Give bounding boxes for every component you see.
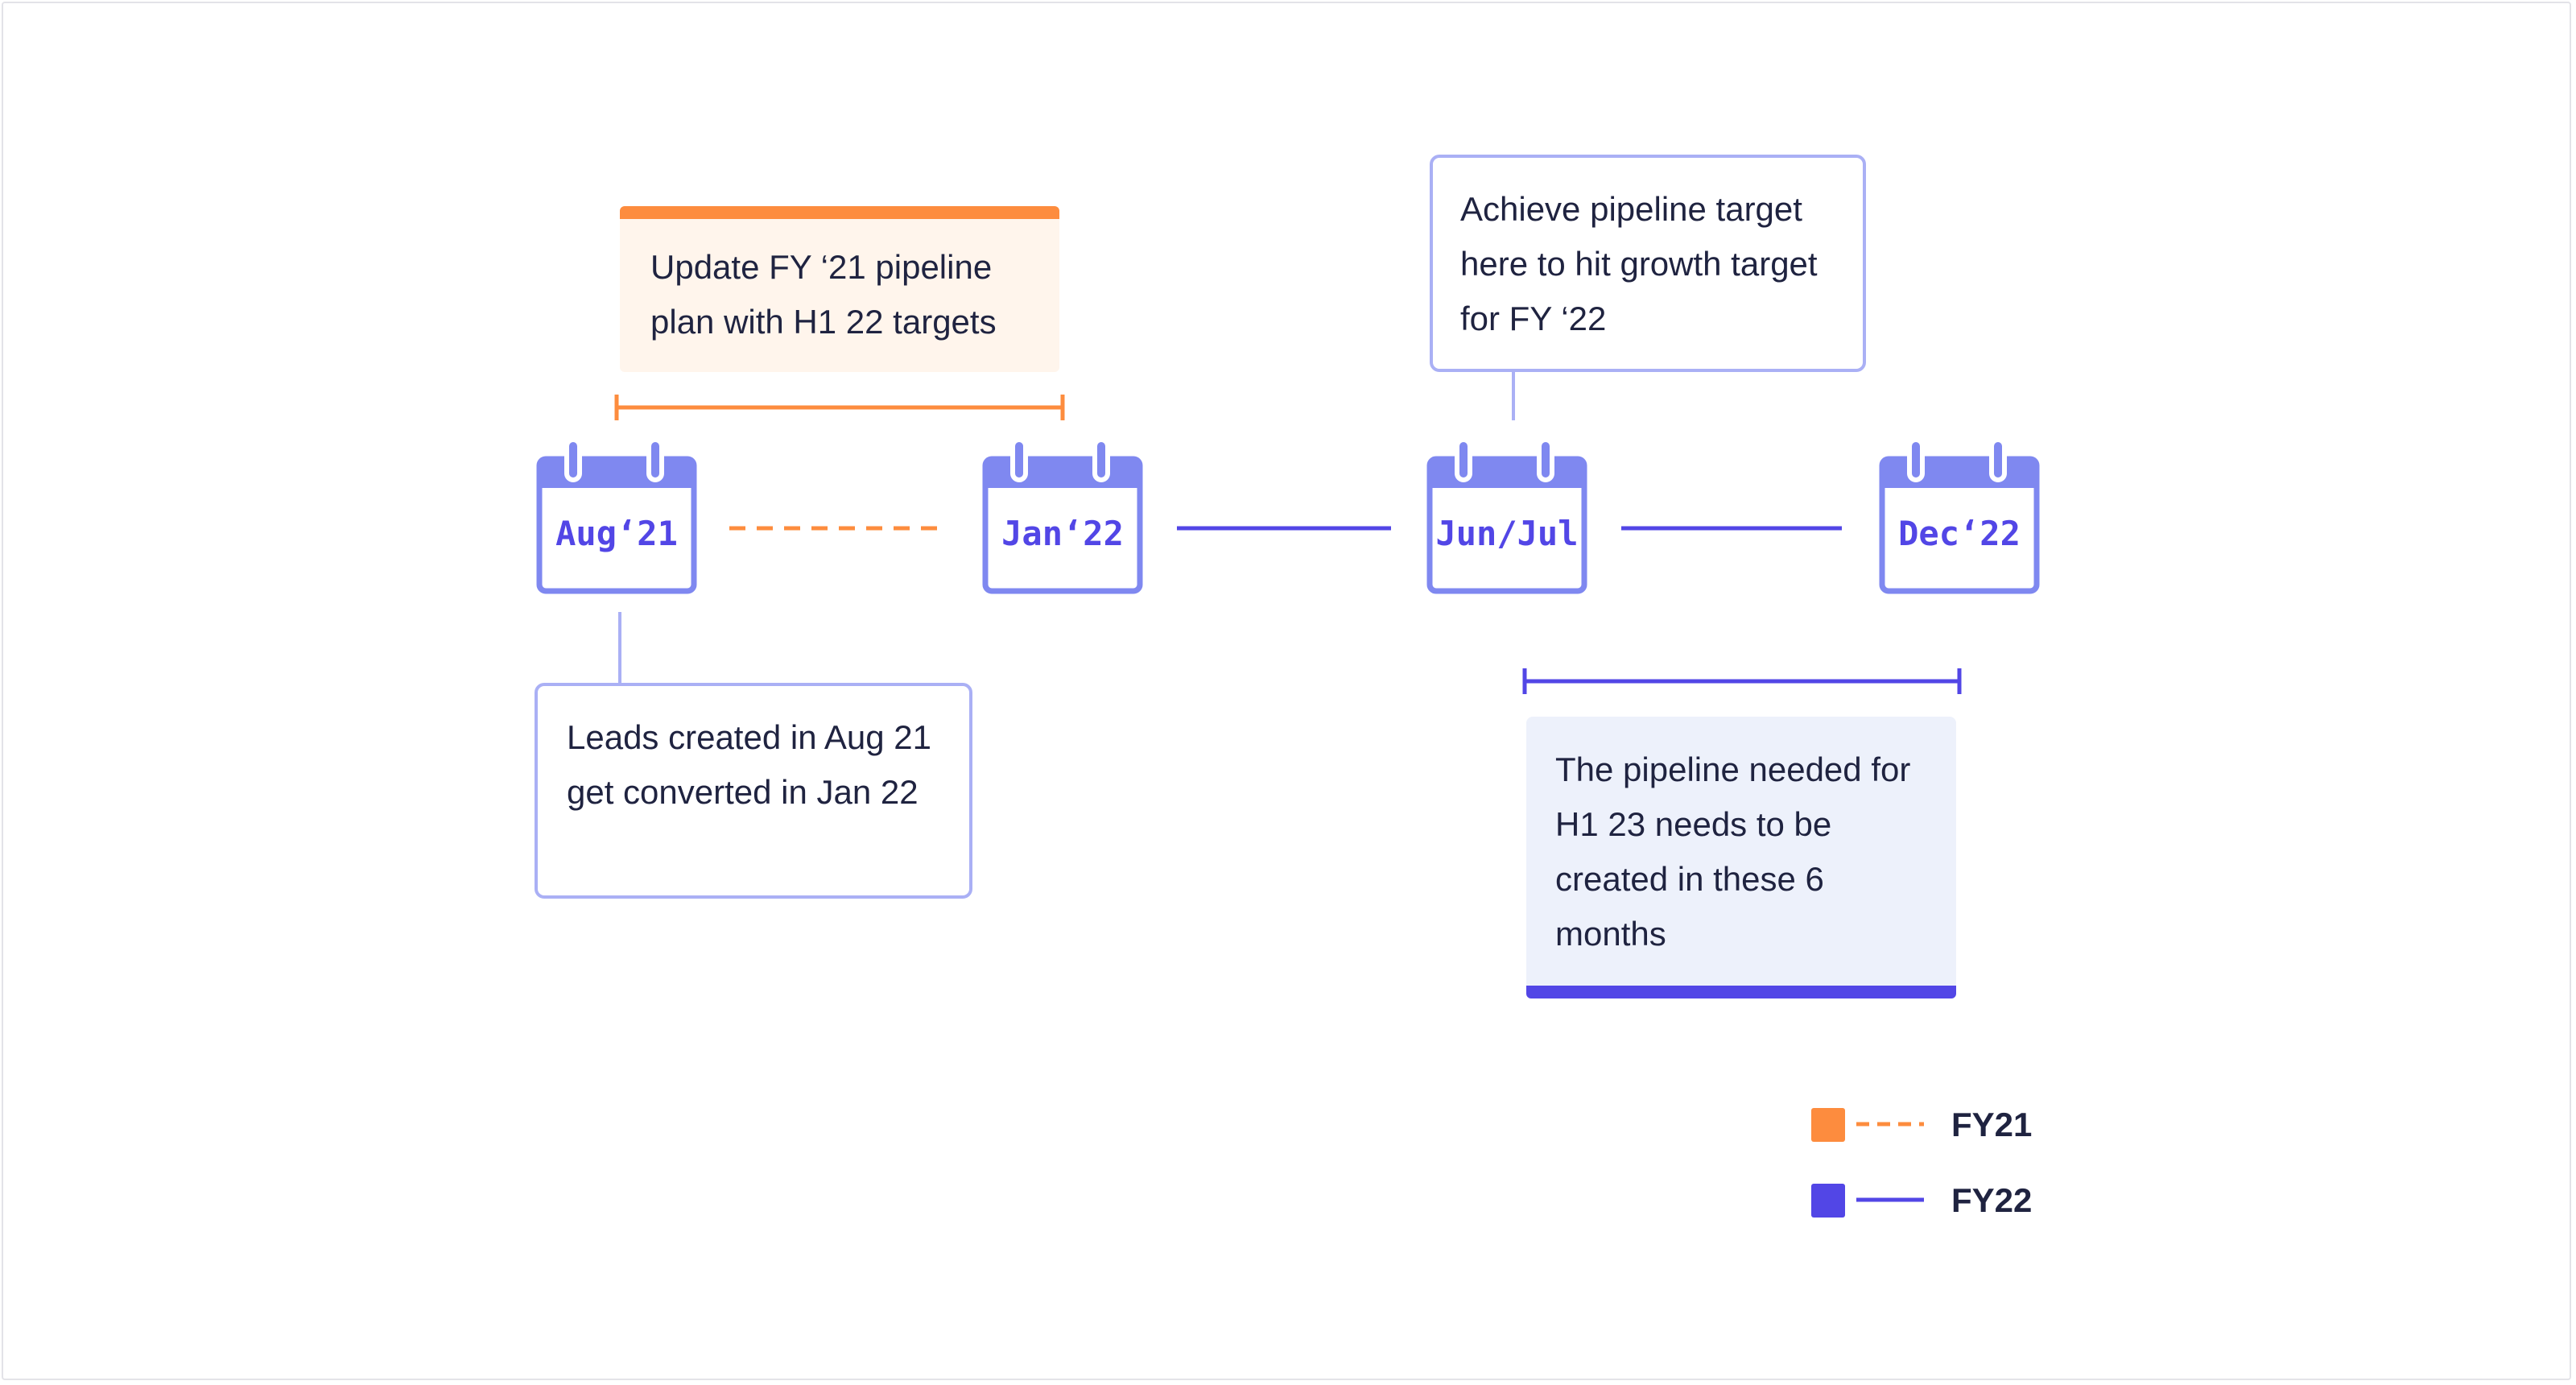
- calendar-icon: [1879, 437, 2040, 594]
- legend-fy22-solid-line: [1856, 1197, 1924, 1202]
- calendar-icon: [536, 437, 697, 594]
- calendar-icon: [982, 437, 1143, 594]
- achieve-target-note: Achieve pipeline target here to hit grow…: [1430, 155, 1866, 372]
- milestone-label: Dec‘22: [1898, 514, 2021, 553]
- milestone-aug-21: Aug‘21: [536, 435, 697, 594]
- milestone-dec-22: Dec‘22: [1879, 435, 2040, 594]
- fy22-span-bracket: [1522, 668, 1962, 694]
- leads-created-text: Leads created in Aug 21 get converted in…: [567, 718, 932, 811]
- pipeline-needed-text: The pipeline needed for H1 23 needs to b…: [1555, 750, 1911, 953]
- achieve-target-text: Achieve pipeline target here to hit grow…: [1460, 190, 1818, 337]
- milestone-label: Jan‘22: [1001, 514, 1124, 553]
- legend-fy21-swatch: [1811, 1108, 1845, 1142]
- leads-created-note: Leads created in Aug 21 get converted in…: [535, 683, 972, 899]
- legend-fy21-label: FY21: [1951, 1106, 2033, 1143]
- legend-fy22-label: FY22: [1951, 1181, 2033, 1219]
- milestone-jan-22: Jan‘22: [982, 435, 1143, 594]
- milestone-label: Aug‘21: [555, 514, 678, 553]
- fy22-accent-bar: [1526, 986, 1956, 998]
- fy21-span-bracket: [614, 395, 1065, 420]
- pipeline-needed-note: The pipeline needed for H1 23 needs to b…: [1526, 717, 1956, 998]
- milestone-jun-jul: Jun/Jul: [1426, 435, 1587, 594]
- update-plan-text: Update FY ‘21 pipeline plan with H1 22 t…: [650, 248, 997, 341]
- legend-fy21-dashed-line: [1856, 1122, 1924, 1127]
- milestone-label: Jun/Jul: [1435, 514, 1579, 553]
- calendar-icon: [1426, 437, 1587, 594]
- update-plan-note: Update FY ‘21 pipeline plan with H1 22 t…: [620, 206, 1059, 372]
- legend-fy22-swatch: [1811, 1184, 1845, 1218]
- fy21-accent-bar: [620, 206, 1059, 219]
